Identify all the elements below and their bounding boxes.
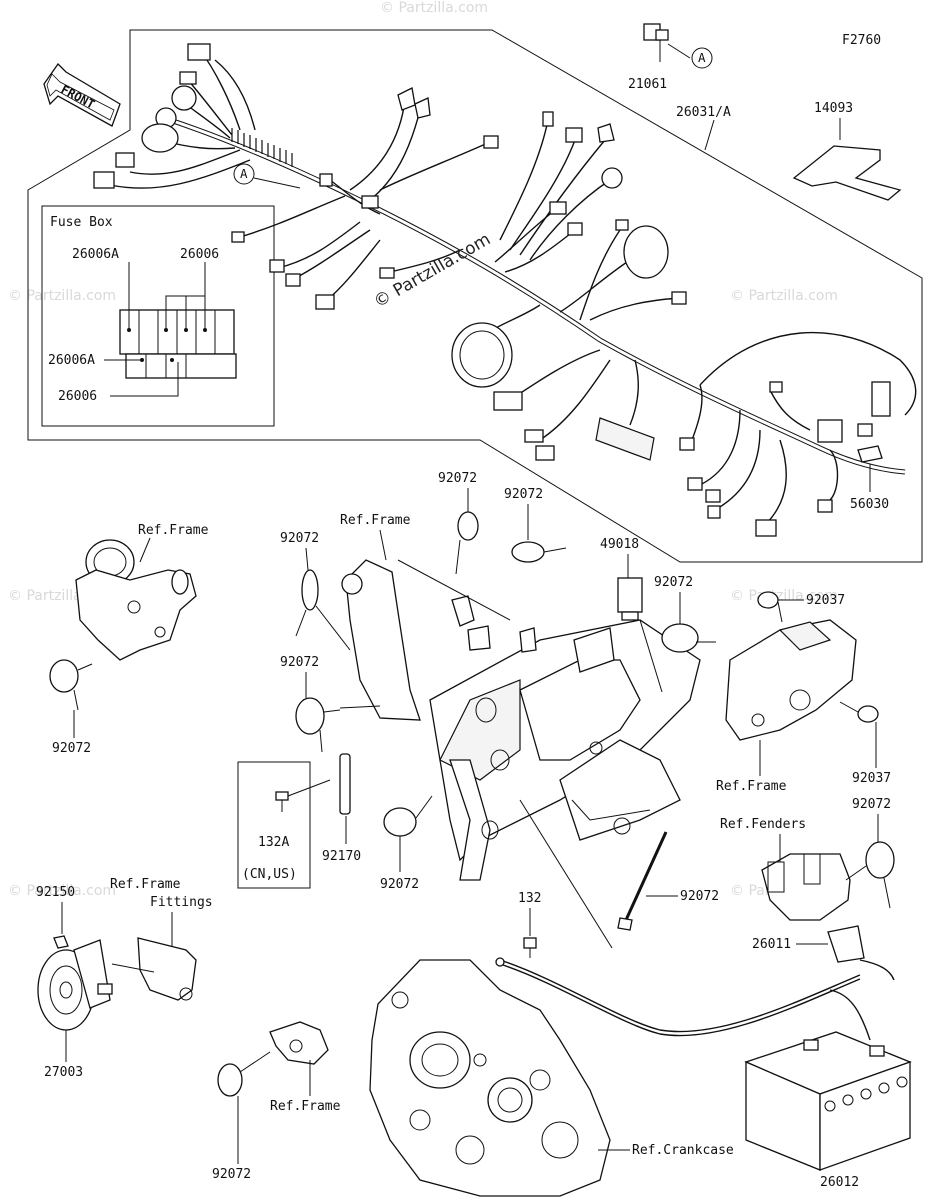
fuse-box-panel: Fuse Box 26006A 26006 26006A 26006 bbox=[41, 205, 275, 427]
part-26011-ground-cable bbox=[495, 925, 895, 1041]
ref-a-circle bbox=[691, 47, 713, 69]
part-frame-fittings bbox=[111, 937, 197, 1001]
callout-49018: 49018 bbox=[600, 537, 639, 552]
fuse-label-26006a-left: 26006A bbox=[48, 353, 95, 368]
wiring-harness-26031 bbox=[93, 43, 917, 537]
part-92072-clamp-b bbox=[511, 541, 567, 563]
part-14093 bbox=[792, 145, 902, 201]
ref-a-circle bbox=[233, 163, 255, 185]
fuse-label-26006-bottom: 26006 bbox=[58, 389, 97, 404]
part-frame-bottom bbox=[269, 1021, 329, 1065]
part-132a-bolt bbox=[275, 791, 289, 812]
watermark-text: © Partzilla.com bbox=[8, 883, 116, 899]
part-92037-clip-b bbox=[839, 701, 879, 723]
part-92072-clamp-a bbox=[455, 511, 479, 575]
part-92072-clamp-f bbox=[295, 697, 341, 753]
part-fenders bbox=[761, 853, 851, 921]
callout-92072-c: 92072 bbox=[654, 575, 693, 590]
callout-92072-a: 92072 bbox=[438, 471, 477, 486]
callout-26031a: 26031/A bbox=[676, 105, 731, 120]
part-crankcase bbox=[369, 959, 611, 1197]
bolt-132a-box bbox=[237, 761, 311, 889]
part-21061 bbox=[643, 23, 691, 62]
watermark-text: © Partzilla.com bbox=[8, 288, 116, 304]
callout-132: 132 bbox=[518, 891, 541, 906]
part-main-frame bbox=[341, 559, 701, 881]
callout-56030: 56030 bbox=[850, 497, 889, 512]
part-49018 bbox=[617, 577, 643, 621]
callout-92072-g: 92072 bbox=[380, 877, 419, 892]
callout-14093: 14093 bbox=[814, 101, 853, 116]
harness-panel-outline bbox=[27, 29, 923, 563]
callout-92072-left: 92072 bbox=[52, 741, 91, 756]
part-92072-clamp-c bbox=[661, 623, 716, 653]
callout-92072-f: 92072 bbox=[280, 655, 319, 670]
part-92072-long-tie bbox=[617, 831, 668, 931]
part-92150-nut bbox=[53, 935, 69, 949]
callout-92072-h: 92072 bbox=[852, 797, 891, 812]
ref-a-label: A bbox=[698, 50, 706, 65]
ref-a-label: A bbox=[240, 166, 248, 181]
part-92072-clamp-h bbox=[845, 841, 895, 909]
callout-92170: 92170 bbox=[322, 849, 361, 864]
ref-frame-fittings-1: Ref.Frame bbox=[110, 877, 181, 892]
callout-92037-b: 92037 bbox=[852, 771, 891, 786]
part-26012-battery bbox=[744, 1031, 912, 1171]
watermark-text: © Partzilla.com bbox=[380, 0, 488, 16]
ref-frame-center: Ref.Frame bbox=[340, 513, 411, 528]
watermark-text: © Partzilla.com bbox=[730, 588, 838, 604]
callout-92072-j: 92072 bbox=[680, 889, 719, 904]
ref-frame-top-left: Ref.Frame bbox=[138, 523, 209, 538]
callout-27003: 27003 bbox=[44, 1065, 83, 1080]
part-92072-clamp-left bbox=[49, 659, 93, 711]
ref-crankcase: Ref.Crankcase bbox=[632, 1143, 734, 1158]
callout-132a: 132A bbox=[258, 835, 289, 850]
part-56030 bbox=[857, 445, 883, 463]
watermark-text: © Partzilla.com bbox=[730, 288, 838, 304]
fuse-label-26006-top: 26006 bbox=[180, 247, 219, 262]
ref-fenders: Ref.Fenders bbox=[720, 817, 806, 832]
diagram-id: F2760 bbox=[842, 33, 881, 48]
front-arrow-icon: FRONT bbox=[43, 62, 121, 127]
ref-frame-right: Ref.Frame bbox=[716, 779, 787, 794]
ref-frame-bottom: Ref.Frame bbox=[270, 1099, 341, 1114]
callout-21061: 21061 bbox=[628, 77, 667, 92]
part-132-bolt bbox=[523, 937, 537, 958]
callout-26011: 26011 bbox=[752, 937, 791, 952]
callout-26012: 26012 bbox=[820, 1175, 859, 1190]
watermarks: © Partzilla.com © Partzilla.com © Partzi… bbox=[8, 0, 838, 899]
callout-cn-us: (CN,US) bbox=[242, 867, 297, 882]
callout-92072-e: 92072 bbox=[280, 531, 319, 546]
fuse-label-26006a-top: 26006A bbox=[72, 247, 119, 262]
part-92072-clamp-e bbox=[295, 569, 319, 637]
part-92072-clamp-k bbox=[217, 1051, 271, 1097]
part-27003-horn bbox=[37, 939, 113, 1031]
part-92072-clamp-g bbox=[383, 795, 433, 837]
callout-92037-a: 92037 bbox=[806, 593, 845, 608]
part-frame-head-left bbox=[75, 539, 197, 661]
callout-92150: 92150 bbox=[36, 885, 75, 900]
ref-frame-fittings-2: Fittings bbox=[150, 895, 213, 910]
fuse-box-title: Fuse Box bbox=[50, 215, 113, 230]
callout-92072-b: 92072 bbox=[504, 487, 543, 502]
part-92170 bbox=[339, 753, 351, 815]
callout-92072-k: 92072 bbox=[212, 1167, 251, 1182]
part-frame-right bbox=[725, 619, 857, 741]
